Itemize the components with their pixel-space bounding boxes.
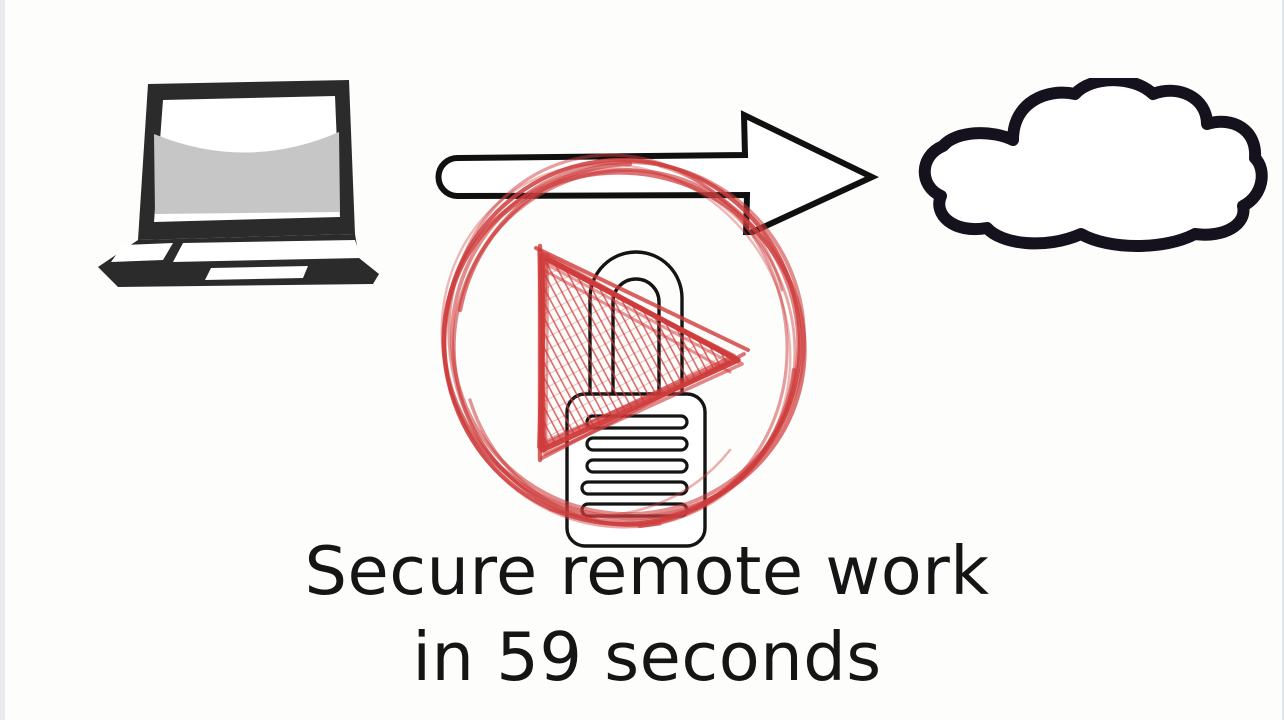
play-triangle-outline [534,243,750,463]
play-triangle-icon[interactable] [534,243,750,463]
laptop-keyboard [173,240,361,262]
caption-block: Secure remote work in 59 seconds [5,528,1282,700]
cloud-svg [918,74,1268,252]
circle-scribble-icon [440,153,807,529]
laptop-screen-content [154,132,340,214]
cloud-icon [895,74,1270,263]
laptop-icon [93,62,383,292]
laptop-svg [98,80,379,287]
play-triangle-fill-b [542,256,738,450]
sketch-svg [440,153,807,548]
highlighted-video-thumbnail[interactable] [430,150,850,550]
caption-line-2: in 59 seconds [412,618,882,696]
cloud-outline [918,74,1268,252]
laptop-trackpad [111,243,173,262]
caption-line-1: Secure remote work [304,532,990,610]
laptop-spacebar [205,266,308,280]
